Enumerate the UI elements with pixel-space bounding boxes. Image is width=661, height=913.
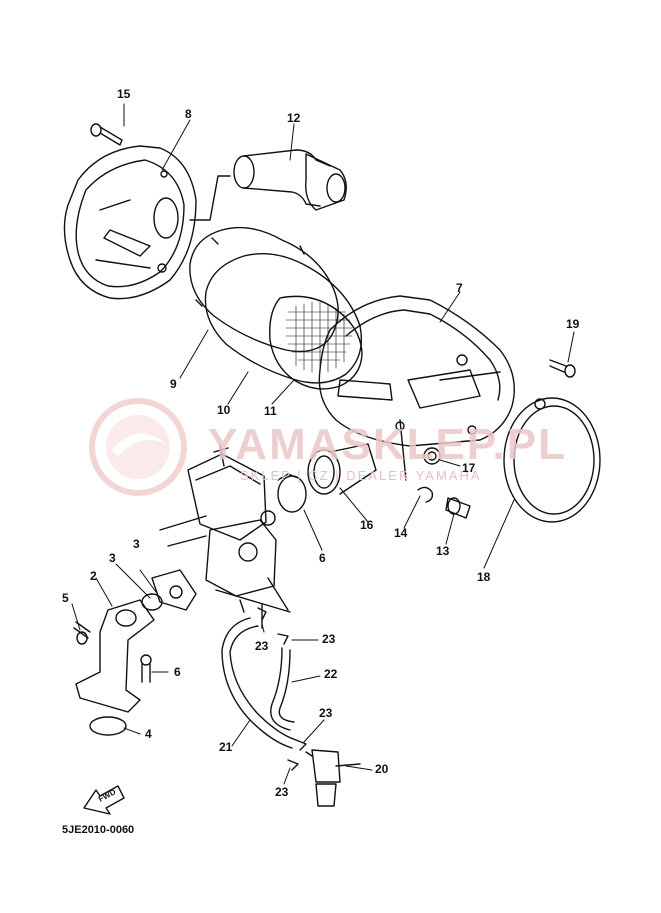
callout-6: 6 [319, 551, 326, 565]
leader-lines [71, 103, 575, 785]
hose-clamps-23 [257, 607, 307, 771]
callout-3-upper: 3 [109, 551, 116, 565]
part-3-oring-lower [89, 716, 127, 736]
part-12-duct [189, 149, 347, 221]
part-13-cap [445, 497, 471, 519]
watermark-tagline: SKLEP | CZ | DEALER YAMAHA [240, 468, 482, 483]
callout-11: 11 [264, 404, 277, 418]
callout-12: 12 [287, 111, 301, 125]
callout-3-lower: 4 [145, 727, 152, 741]
part-16-joint [307, 443, 377, 495]
part-14-clip [399, 419, 434, 503]
part-4-bolt [73, 621, 91, 645]
diagram-code: 5JE2010-0060 [62, 824, 135, 836]
callout-8: 8 [185, 107, 192, 121]
part-22-hose [270, 647, 295, 731]
callout-13: 13 [436, 544, 450, 558]
callout-18: 18 [477, 570, 491, 584]
callout-4: 5 [62, 591, 69, 605]
part-2-plate [151, 569, 197, 611]
callout-19: 19 [566, 317, 580, 331]
part-5-bolt [140, 654, 152, 683]
callout-14: 14 [394, 526, 408, 540]
callout-23-b: 23 [322, 632, 336, 646]
part-10-frame [204, 253, 363, 384]
watermark-logo [89, 398, 187, 496]
callout-2: 3 [133, 537, 140, 551]
part-17-grommet [423, 447, 441, 465]
part-21-hose [221, 617, 297, 749]
callout-17: 17 [462, 461, 476, 475]
watermark-brand: YAMASKLEP.PL [208, 420, 567, 469]
callout-16: 16 [360, 518, 374, 532]
callout-10: 10 [217, 403, 231, 417]
part-7-airbox [318, 295, 515, 447]
part-19-bolt [549, 359, 576, 378]
part-15-bolt [90, 123, 123, 146]
part-11-filter [269, 295, 363, 390]
callout-20: 20 [375, 762, 389, 776]
part-9-gasket [189, 226, 339, 353]
callout-23-c: 23 [319, 706, 333, 720]
filter-mesh [285, 301, 353, 373]
callout-23-a: 23 [255, 639, 269, 653]
part-20-valve [305, 749, 361, 807]
fwd-arrow [83, 785, 125, 815]
part-8-cover [63, 145, 197, 300]
callout-7: 7 [456, 281, 463, 295]
callout-22: 22 [324, 667, 338, 681]
part-1-manifold [75, 599, 155, 713]
callout-21: 21 [219, 740, 233, 754]
part-18-cover [503, 397, 601, 523]
callout-9: 9 [170, 377, 177, 391]
part-6-clamp [277, 473, 307, 513]
callout-23-d: 23 [275, 785, 289, 799]
carburetor [159, 445, 291, 629]
callout-5: 6 [174, 665, 181, 679]
callout-1: 2 [90, 569, 97, 583]
callout-15: 15 [117, 87, 131, 101]
